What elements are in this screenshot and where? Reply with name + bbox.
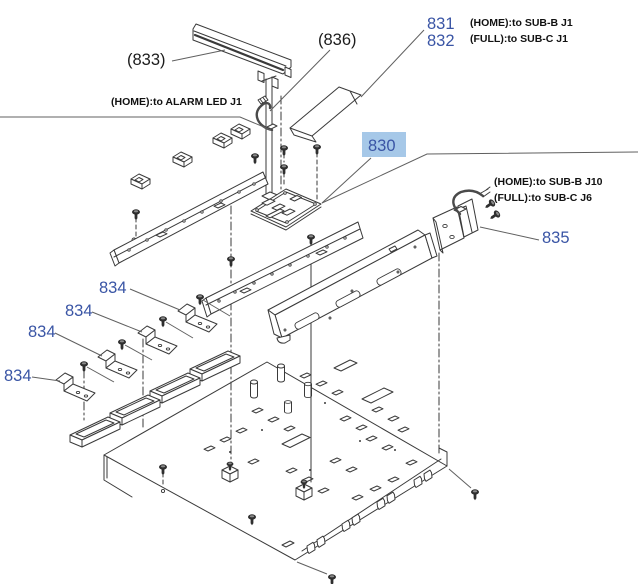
base-plate [103,361,472,575]
part-label-836: (836) [318,31,357,49]
leader-830-long [321,151,639,204]
leader-834-3 [54,332,103,357]
leader-834-1 [129,288,181,311]
note-831-home: (HOME):to SUB-B J1 [470,17,573,29]
blade-plate-831-832 [289,86,362,143]
leader-831-832 [360,29,425,98]
rail-middle [201,221,364,318]
leader-alarm-led [0,116,272,131]
part-label-832: 832 [427,32,455,50]
part-label-834-1: 834 [99,279,127,297]
rail-upper [109,171,269,267]
leader-835 [479,226,540,241]
part-label-834-4: 834 [4,367,32,385]
part-label-834-2: 834 [65,302,93,320]
leader-lines [0,29,639,382]
leader-834-4 [31,376,61,382]
sensor-835 [432,186,502,254]
screw [487,209,502,222]
note-alarm-led: (HOME):to ALARM LED J1 [111,96,242,108]
rail-833 [192,23,292,89]
part-label-835: 835 [542,229,570,247]
part-label-833: (833) [127,51,166,69]
base-plate-details [160,359,418,501]
leader-834-2 [91,311,143,333]
part-label-834-3: 834 [28,323,56,341]
highlight-830 [362,132,406,157]
cable-saddles [130,123,251,190]
left-channel-parts [69,299,241,448]
pcb-830 [250,188,322,231]
channel-right [267,229,438,344]
note-835-home: (HOME):to SUB-B J10 [494,176,603,188]
leader-830 [321,157,372,204]
alarm-led-cable [255,95,278,132]
leader-833 [171,49,226,62]
note-832-full: (FULL):to SUB-C J1 [470,33,568,45]
note-835-full: (FULL):to SUB-C J6 [494,192,592,204]
leader-836 [269,49,331,112]
labels: (833) (836) 831 832 (HOME):to SUB-B J1 (… [4,15,603,385]
part-label-831: 831 [427,15,455,33]
part-label-830: 830 [368,137,396,155]
